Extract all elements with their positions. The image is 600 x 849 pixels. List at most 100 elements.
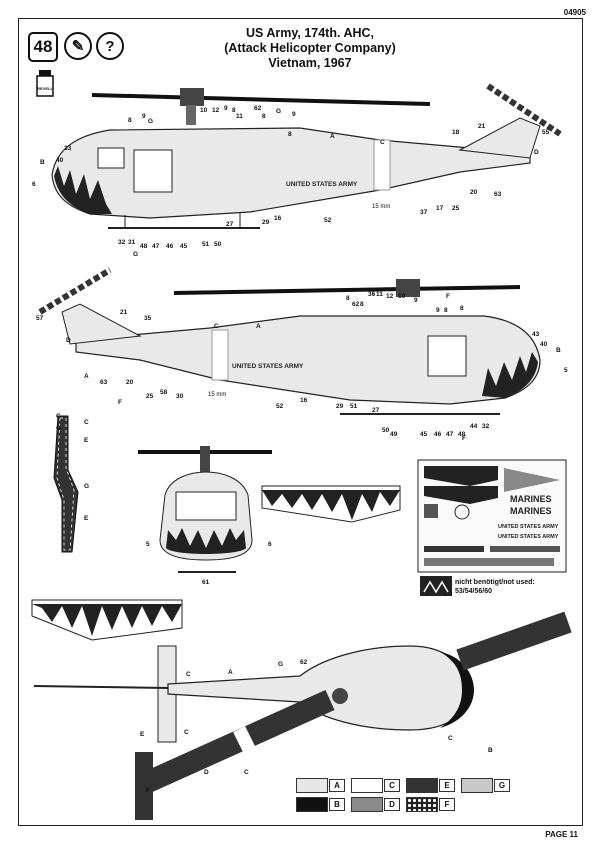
color-callout-g-blade-3: G: [84, 483, 89, 490]
legend-b-swatch: [296, 797, 328, 812]
color-callout-d-top: D: [204, 769, 209, 776]
legend-a: A: [296, 778, 345, 793]
not-used-label: nicht benötigt/not used:: [455, 579, 535, 586]
legend-g-swatch: [461, 778, 493, 793]
decal-marines-1: MARINES: [510, 494, 552, 504]
army-text-right: UNITED STATES ARMY: [232, 363, 304, 370]
color-callout-g-left-2: G: [276, 108, 281, 115]
decal-army-1: UNITED STATES ARMY: [498, 524, 559, 530]
legend-g: G: [461, 778, 510, 793]
legend-c: C: [351, 778, 400, 793]
legend-b-code: B: [329, 798, 345, 811]
color-callout-f-right: F: [446, 293, 450, 300]
color-callout-c-top-3: C: [244, 769, 249, 776]
manufacturer-logo: [420, 576, 452, 596]
part-number: 8: [460, 305, 464, 312]
shark-mouth-decal-right: [261, 485, 401, 523]
part-number: 27: [226, 221, 234, 228]
part-number: 63: [494, 191, 502, 198]
part-number: 8: [232, 107, 236, 114]
part-number: 33: [64, 145, 72, 152]
legend-f: F: [406, 797, 455, 812]
part-number: 8: [262, 113, 266, 120]
color-callout-e-blade: E: [84, 437, 89, 444]
color-callout-g-left-3: G: [133, 251, 138, 258]
part-number: 62: [254, 105, 262, 112]
part-number: 48: [140, 243, 148, 250]
part-number: 5: [146, 541, 150, 548]
legend-a-code: A: [329, 779, 345, 792]
not-used-note: nicht benötigt/not used: 53/54/56/60: [455, 578, 535, 596]
part-number: 50: [214, 241, 222, 248]
part-number: 46: [166, 243, 174, 250]
legend-f-code: F: [439, 798, 455, 811]
color-callout-g-left: G: [148, 118, 153, 125]
legend-c-code: C: [384, 779, 400, 792]
paint-pot-label: REVELL: [37, 86, 53, 91]
part-number: 37: [420, 209, 428, 216]
color-callout-c-top: C: [186, 671, 191, 678]
kit-code: 04905: [563, 8, 586, 17]
part-number: 47: [152, 243, 160, 250]
part-number: 48: [458, 431, 466, 438]
legend-row-2: B D F: [296, 797, 455, 812]
part-number: 32: [118, 239, 126, 246]
legend-b: B: [296, 797, 345, 812]
part-number: 16: [300, 397, 308, 404]
decal-marines-2: MARINES: [510, 506, 552, 516]
part-number: 61: [202, 579, 210, 586]
color-callout-a-right: A: [256, 323, 261, 330]
top-view: A C G E C D C F C B 62: [33, 611, 572, 820]
color-callout-c-right: C: [214, 323, 219, 330]
color-callout-b-top: B: [488, 747, 493, 754]
part-number: 43: [532, 331, 540, 338]
legend-d-swatch: [351, 797, 383, 812]
scale-badge: 48: [28, 32, 58, 62]
color-callout-g-blade-2: G: [56, 425, 61, 432]
part-number: 9: [224, 105, 228, 112]
part-number: 35: [144, 315, 152, 322]
part-number: 62: [352, 301, 360, 308]
part-number: 57: [36, 315, 44, 322]
part-number-62-top: 62: [300, 659, 308, 666]
title-line-2: (Attack Helicopter Company): [224, 41, 396, 55]
part-number: 55: [542, 129, 550, 136]
part-number: 45: [180, 243, 188, 250]
part-number: 18: [452, 129, 460, 136]
color-callout-e-top: E: [140, 731, 145, 738]
part-number: 21: [120, 309, 128, 316]
part-number: 40: [540, 341, 548, 348]
color-callout-d-right: D: [66, 337, 71, 344]
part-number: 12: [212, 107, 220, 114]
part-number: 5: [564, 367, 568, 374]
legend-c-swatch: [351, 778, 383, 793]
color-callout-g-blade: G: [56, 413, 61, 420]
part-number: 10: [398, 293, 406, 300]
part-number: 29: [262, 219, 270, 226]
color-callout-f-top: F: [146, 787, 150, 794]
dimension-right: 15 mm: [208, 392, 226, 398]
part-number: 50: [382, 427, 390, 434]
part-number: 51: [202, 241, 210, 248]
page-frame: [18, 18, 583, 826]
part-number: 21: [478, 123, 486, 130]
decal-army-2: UNITED STATES ARMY: [498, 534, 559, 540]
part-number: 9: [142, 113, 146, 120]
part-number: 63: [100, 379, 108, 386]
part-number: 11: [376, 291, 383, 298]
legend-g-code: G: [494, 779, 510, 792]
title-line-1: US Army, 174th. AHC,: [245, 26, 375, 40]
decal-sheet: MARINES MARINES UNITED STATES ARMY UNITE…: [417, 459, 567, 573]
part-number: 6: [268, 541, 272, 548]
color-callout-c-blade: C: [84, 419, 89, 426]
part-number: 44: [470, 423, 478, 430]
front-view: 5 6 61: [138, 446, 272, 586]
part-number: 49: [390, 431, 398, 438]
part-number: 12: [386, 293, 394, 300]
part-number: 17: [436, 205, 444, 212]
dimension-left: 15 mm: [372, 204, 390, 210]
color-callout-c-left: C: [380, 139, 385, 146]
side-view-left: UNITED STATES ARMY 15 mm G G A C B D G 8…: [32, 83, 562, 258]
